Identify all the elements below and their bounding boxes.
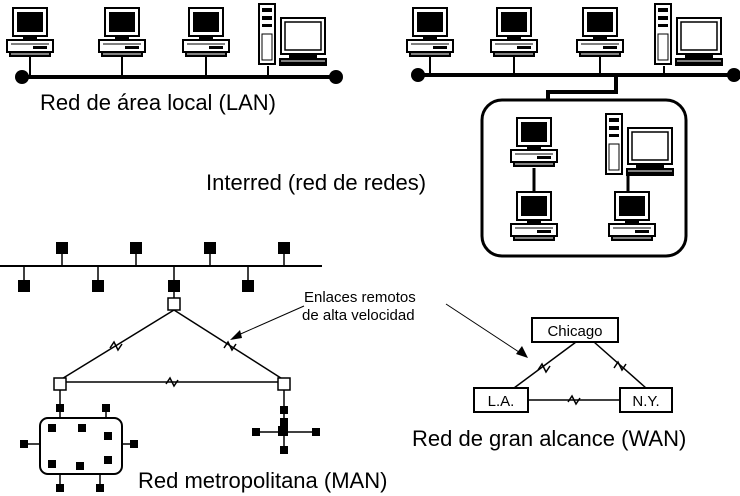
wan-node-ny <box>619 387 673 413</box>
network-node-icon <box>204 242 216 254</box>
workstation-icon <box>98 7 146 58</box>
wan-node-chicago <box>531 317 619 343</box>
man-network: Red metropolitana (MAN) <box>0 242 387 493</box>
man-label: Red metropolitana (MAN) <box>138 468 387 493</box>
wan-node-la <box>473 387 529 413</box>
tower-server-icon <box>654 3 724 67</box>
network-node-icon <box>278 242 290 254</box>
network-node-icon <box>130 242 142 254</box>
workstation-icon <box>576 7 624 58</box>
network-node-icon <box>18 280 30 292</box>
wan-node-chicago-label: Chicago <box>547 323 602 340</box>
remote-links-label-line2: de alta velocidad <box>302 307 415 324</box>
lan-label: Red de área local (LAN) <box>40 90 276 115</box>
network-node-icon <box>56 242 68 254</box>
arrowhead-wan <box>516 346 528 358</box>
tower-server-icon <box>258 3 328 67</box>
router-right <box>277 377 291 391</box>
internet-terminator-left <box>411 68 425 82</box>
network-node-icon <box>168 280 180 292</box>
remote-links-annotation: Enlaces remotos de alta velocidad <box>230 289 528 358</box>
internet-terminator-right <box>727 68 740 82</box>
workstation-icon <box>510 191 558 242</box>
workstation-icon <box>608 191 656 242</box>
wan-label: Red de gran alcance (WAN) <box>412 426 686 451</box>
workstation-icon <box>6 7 54 58</box>
lan-terminator-left <box>15 70 29 84</box>
internetwork: Interred (red de redes) <box>206 3 740 258</box>
internet-bridge-link <box>546 75 618 100</box>
internet-label: Interred (red de redes) <box>206 170 426 195</box>
router-top <box>167 297 181 311</box>
lan-network: Red de área local (LAN) <box>6 3 343 115</box>
network-node-icon <box>92 280 104 292</box>
router-left <box>53 377 67 391</box>
network-node-icon <box>242 280 254 292</box>
sub-lan-box <box>480 98 688 258</box>
workstation-icon <box>406 7 454 58</box>
remote-links-label-line1: Enlaces remotos <box>304 289 416 306</box>
workstation-icon <box>510 117 558 168</box>
man-ring-lan <box>39 417 123 475</box>
tower-server-icon <box>605 113 675 177</box>
wan-network: Chicago L.A. N.Y. Red de gran alcance (W… <box>412 317 686 451</box>
wan-node-ny-label: N.Y. <box>632 393 659 410</box>
lan-terminator-right <box>329 70 343 84</box>
wan-node-la-label: L.A. <box>488 393 515 410</box>
arrowhead-man <box>230 330 242 340</box>
workstation-icon <box>182 7 230 58</box>
workstation-icon <box>490 7 538 58</box>
